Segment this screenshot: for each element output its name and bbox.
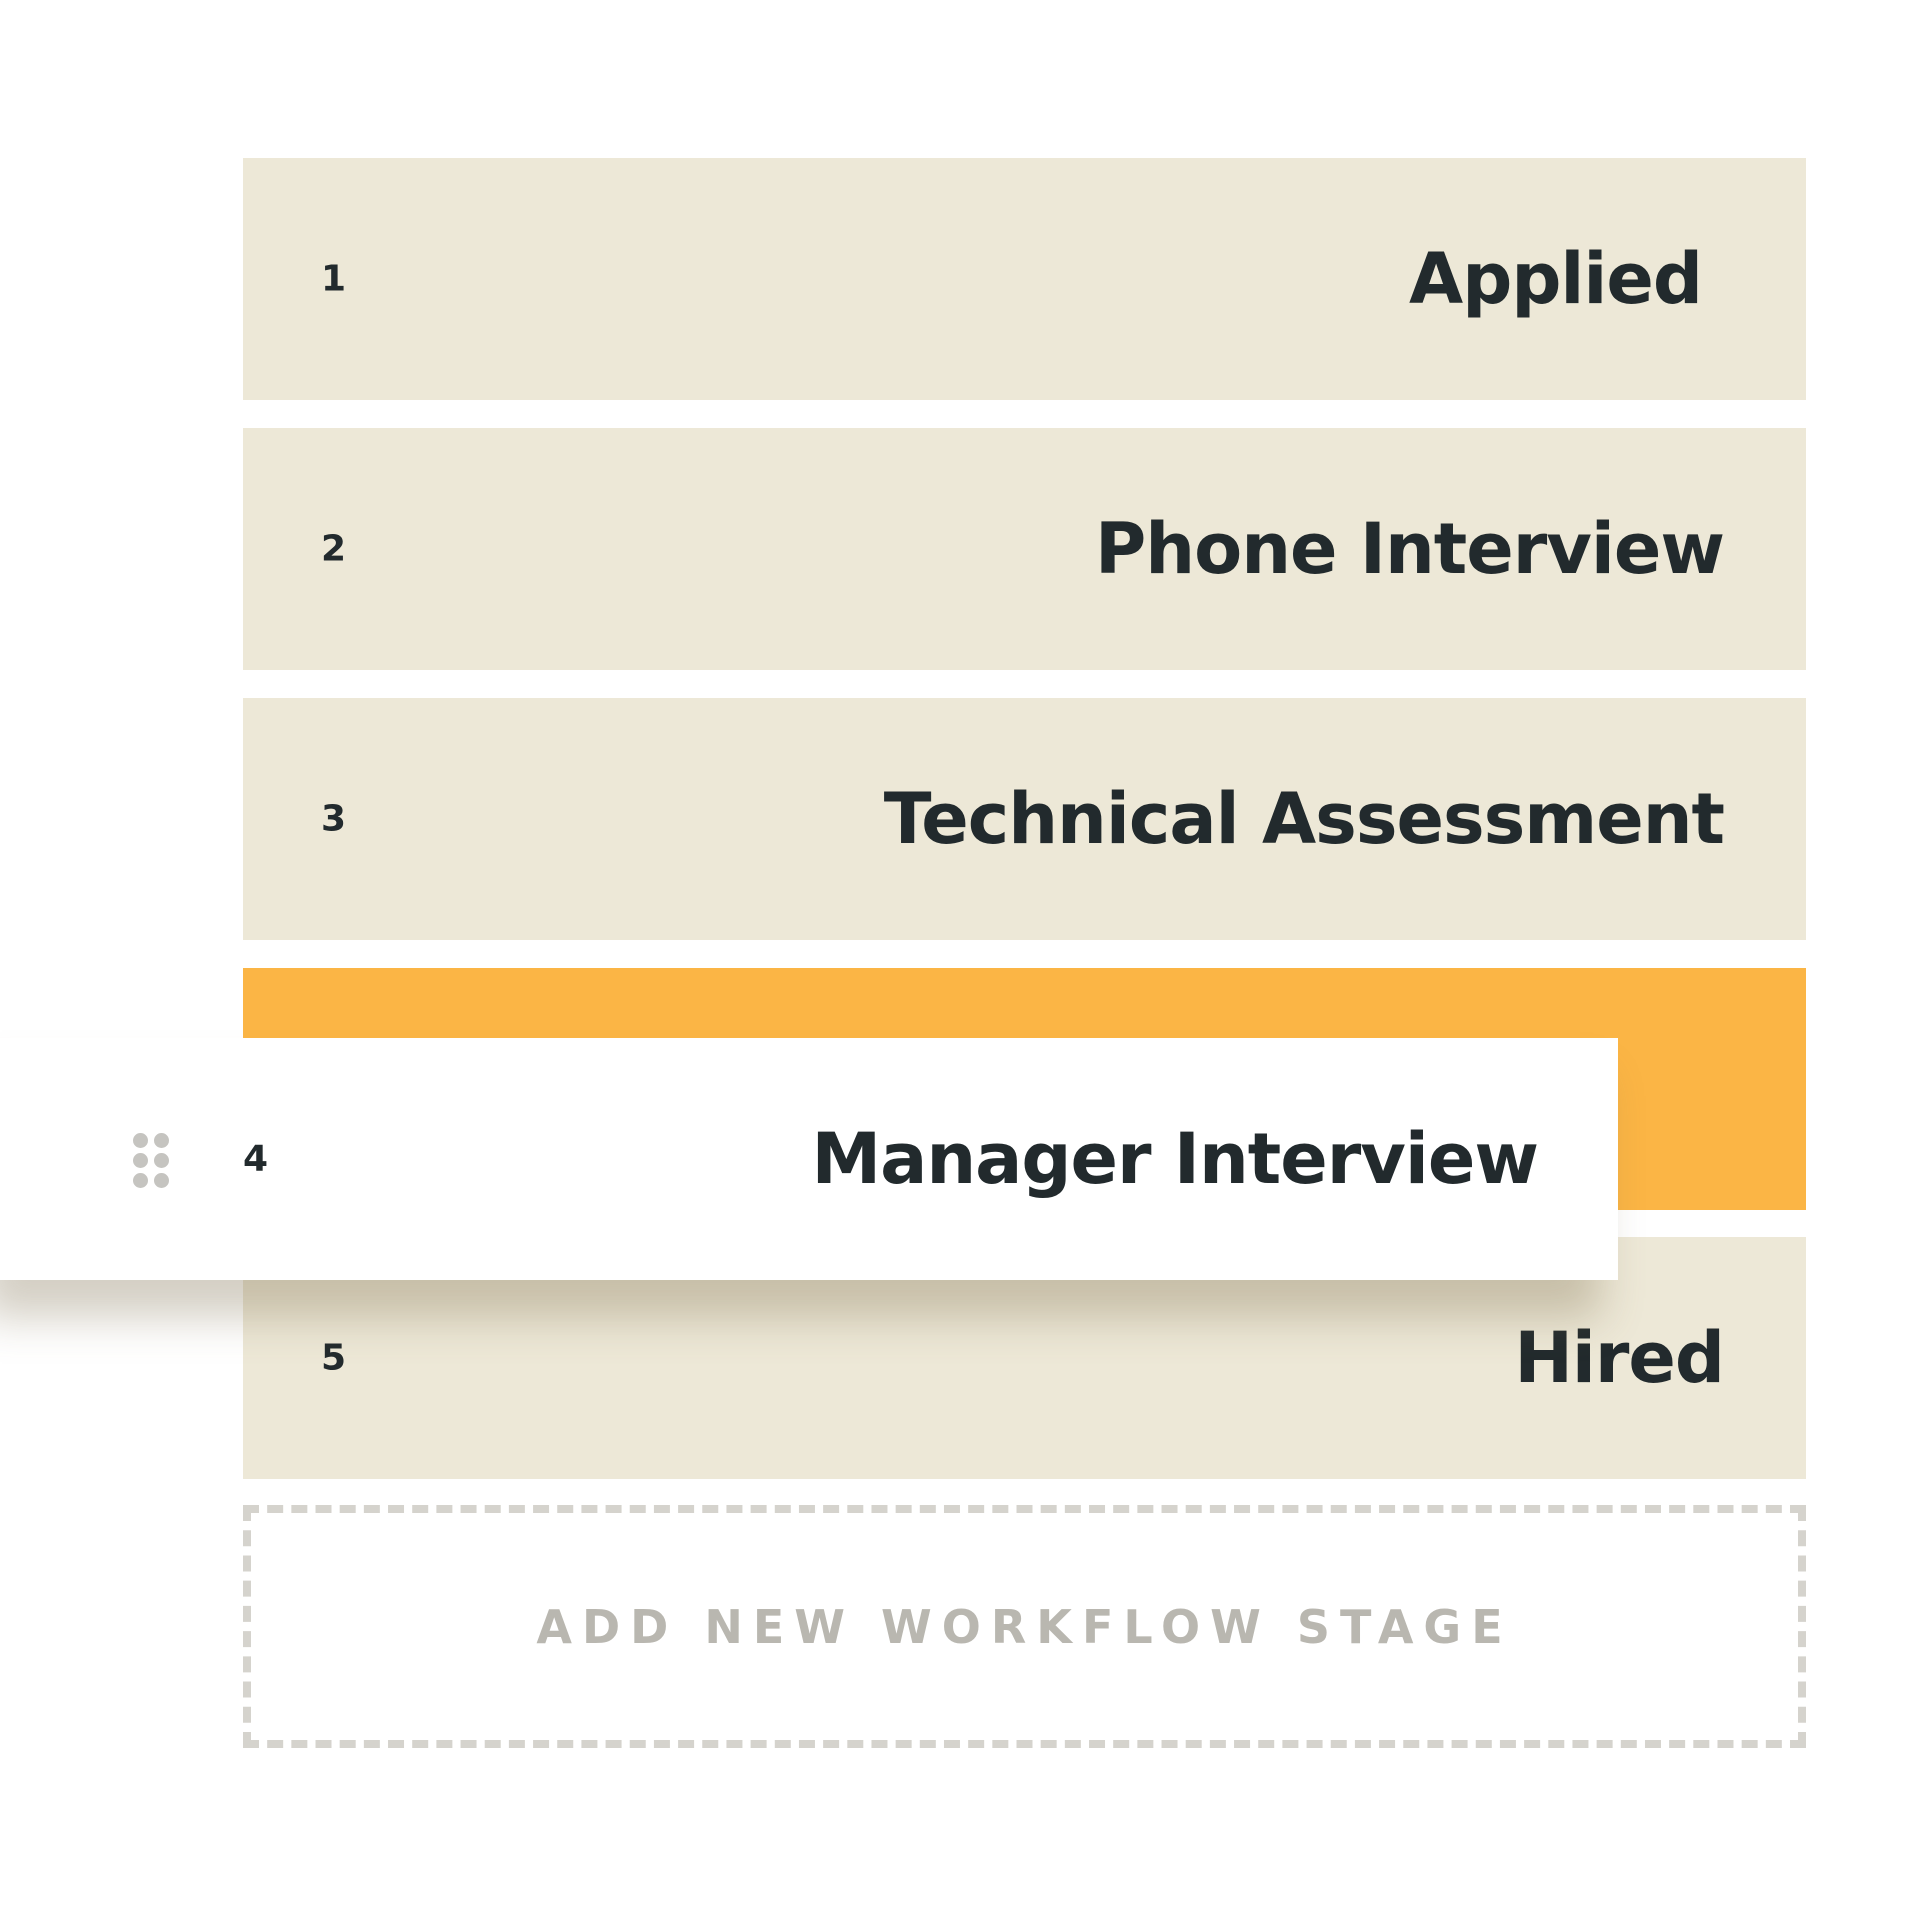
stage-label: Manager Interview xyxy=(811,1118,1539,1200)
stage-number: 5 xyxy=(321,1337,347,1379)
stage-label: Applied xyxy=(1409,238,1703,320)
stage-number: 3 xyxy=(321,798,347,840)
workflow-stage-manager-interview-dragging[interactable]: 4 Manager Interview xyxy=(0,1038,1618,1280)
stage-number: 4 xyxy=(243,1138,269,1180)
add-stage-label: ADD NEW WORKFLOW STAGE xyxy=(536,1599,1513,1654)
stage-label: Hired xyxy=(1514,1317,1725,1399)
stage-label: Technical Assessment xyxy=(883,778,1725,860)
add-workflow-stage-button[interactable]: ADD NEW WORKFLOW STAGE xyxy=(243,1505,1806,1748)
stage-number: 1 xyxy=(321,258,347,300)
stage-number: 2 xyxy=(321,528,347,570)
stage-label: Phone Interview xyxy=(1094,508,1725,590)
workflow-stage-applied[interactable]: 1 Applied xyxy=(243,158,1806,400)
workflow-stage-technical-assessment[interactable]: 3 Technical Assessment xyxy=(243,698,1806,940)
drag-handle-icon[interactable] xyxy=(133,1133,171,1189)
workflow-stage-phone-interview[interactable]: 2 Phone Interview xyxy=(243,428,1806,670)
